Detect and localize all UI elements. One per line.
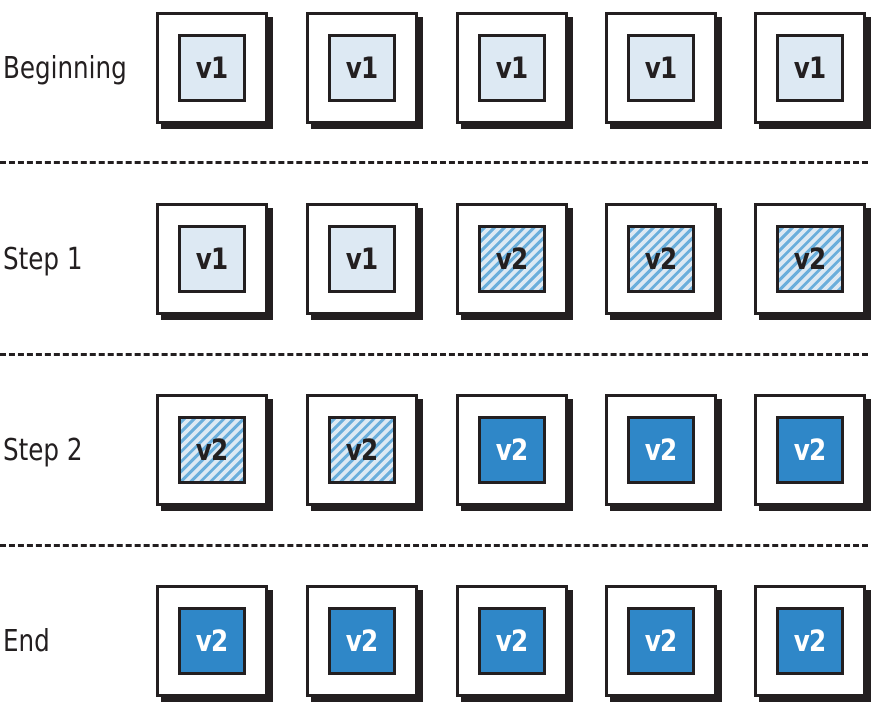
version-label: v2 (794, 242, 826, 276)
pod: v1 (306, 12, 418, 124)
pod: v2 (754, 203, 866, 315)
stage-row-step-2: Step 2 v2 v2 v2 v2 v2 (0, 394, 891, 508)
container-v2-starting: v2 (328, 416, 396, 484)
container-v2-starting: v2 (627, 225, 695, 293)
pod: v1 (456, 12, 568, 124)
pod: v2 (306, 585, 418, 697)
stage-row-step-1: Step 1 v1 v1 v2 v2 v2 (0, 203, 891, 317)
version-label: v1 (496, 51, 528, 85)
stage-row-beginning: Beginning v1 v1 v1 v1 v1 (0, 12, 891, 126)
pod: v2 (754, 394, 866, 506)
stage-label: Step 1 (3, 242, 83, 277)
pod: v2 (754, 585, 866, 697)
pod: v2 (156, 585, 268, 697)
container-v1: v1 (178, 34, 246, 102)
container-v2-starting: v2 (178, 416, 246, 484)
version-label: v2 (496, 433, 528, 467)
version-label: v2 (496, 624, 528, 658)
pod: v2 (456, 203, 568, 315)
stage-label: Beginning (3, 51, 127, 86)
stage-row-end: End v2 v2 v2 v2 v2 (0, 585, 891, 699)
version-label: v2 (196, 624, 228, 658)
version-label: v1 (645, 51, 677, 85)
container-v1: v1 (328, 225, 396, 293)
pod: v1 (306, 203, 418, 315)
container-v2-ready: v2 (178, 607, 246, 675)
container-v1: v1 (328, 34, 396, 102)
pod: v1 (156, 203, 268, 315)
version-label: v2 (645, 433, 677, 467)
container-v1: v1 (478, 34, 546, 102)
version-label: v2 (196, 433, 228, 467)
container-v2-starting: v2 (776, 225, 844, 293)
container-v2-ready: v2 (478, 607, 546, 675)
pod: v1 (156, 12, 268, 124)
pod: v1 (754, 12, 866, 124)
pod: v2 (156, 394, 268, 506)
container-v1: v1 (178, 225, 246, 293)
version-label: v2 (645, 242, 677, 276)
container-v2-ready: v2 (328, 607, 396, 675)
version-label: v1 (346, 51, 378, 85)
version-label: v1 (196, 51, 228, 85)
version-label: v2 (496, 242, 528, 276)
container-v2-starting: v2 (478, 225, 546, 293)
version-label: v1 (346, 242, 378, 276)
version-label: v1 (196, 242, 228, 276)
version-label: v2 (794, 433, 826, 467)
pod: v2 (456, 585, 568, 697)
container-v2-ready: v2 (627, 607, 695, 675)
stage-label: End (3, 624, 50, 659)
container-v1: v1 (776, 34, 844, 102)
pod: v2 (605, 203, 717, 315)
stage-divider (0, 161, 868, 164)
version-label: v2 (645, 624, 677, 658)
container-v2-ready: v2 (776, 607, 844, 675)
version-label: v2 (346, 624, 378, 658)
container-v2-ready: v2 (478, 416, 546, 484)
container-v2-ready: v2 (776, 416, 844, 484)
pod: v2 (605, 585, 717, 697)
stage-divider (0, 544, 868, 547)
stage-label: Step 2 (3, 433, 83, 468)
pod: v2 (306, 394, 418, 506)
pod: v2 (605, 394, 717, 506)
version-label: v1 (794, 51, 826, 85)
version-label: v2 (794, 624, 826, 658)
container-v1: v1 (627, 34, 695, 102)
pod: v2 (456, 394, 568, 506)
stage-divider (0, 353, 868, 356)
version-label: v2 (346, 433, 378, 467)
pod: v1 (605, 12, 717, 124)
container-v2-ready: v2 (627, 416, 695, 484)
